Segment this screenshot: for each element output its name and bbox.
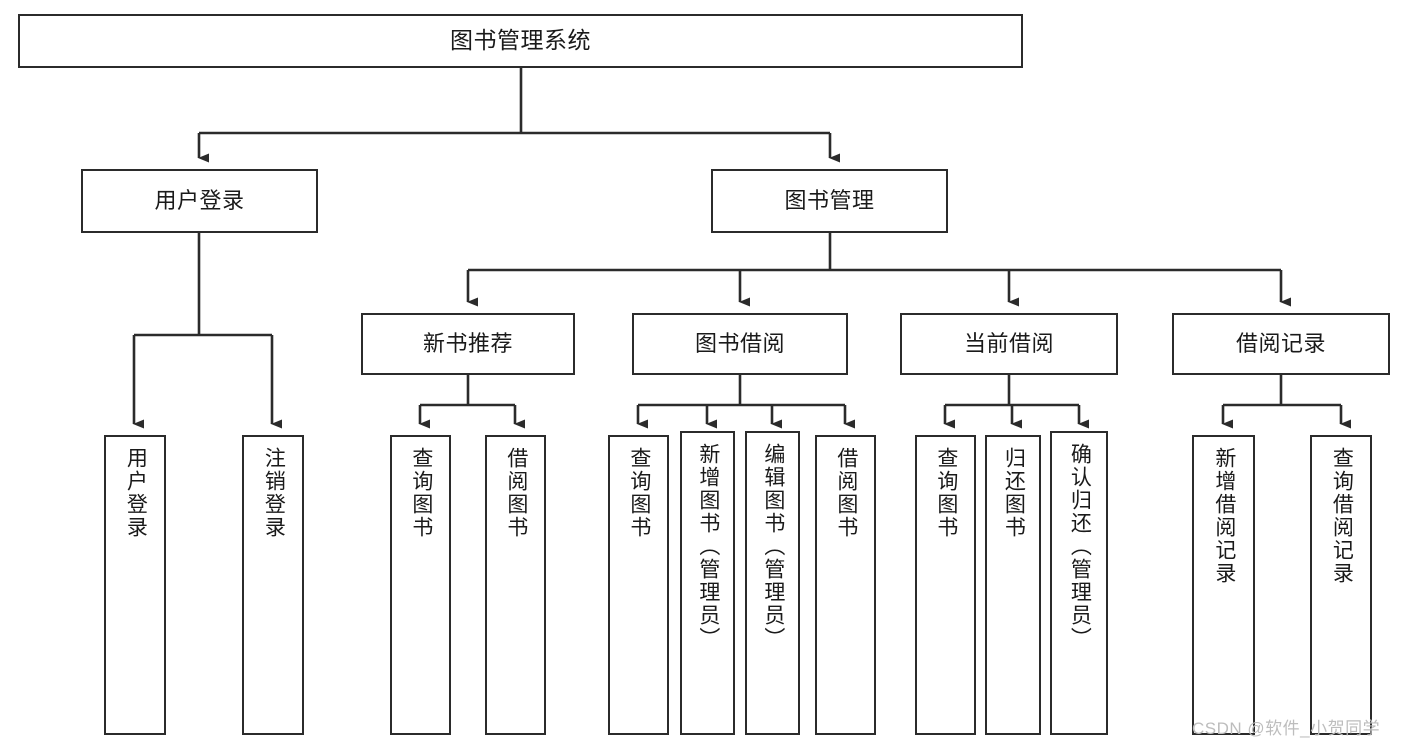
node-label: 图书借阅 <box>694 330 785 356</box>
node-label: 用户登录 <box>154 187 245 213</box>
node-book-borrow[interactable]: 图书借阅 <box>632 313 848 375</box>
node-label: 图书管理系统 <box>450 27 591 54</box>
leaf-add-borrow-record[interactable]: 新增借阅记录 <box>1192 435 1255 735</box>
node-label: 当前借阅 <box>963 330 1054 356</box>
leaf-return-book[interactable]: 归还图书 <box>985 435 1041 735</box>
leaf-query-borrow-record[interactable]: 查询借阅记录 <box>1310 435 1372 735</box>
leaf-logout-login[interactable]: 注销登录 <box>242 435 304 735</box>
leaf-query-book-borrow[interactable]: 查询图书 <box>608 435 669 735</box>
node-label: 新增图书（管理员） <box>696 443 720 650</box>
node-label: 查询图书 <box>409 447 433 539</box>
leaf-borrow-book[interactable]: 借阅图书 <box>815 435 876 735</box>
node-label: 用户登录 <box>124 447 148 539</box>
node-label: 确认归还（管理员） <box>1068 443 1092 650</box>
leaf-edit-book-admin[interactable]: 编辑图书（管理员） <box>745 431 800 735</box>
leaf-borrow-book-recommend[interactable]: 借阅图书 <box>485 435 546 735</box>
leaf-add-book-admin[interactable]: 新增图书（管理员） <box>680 431 735 735</box>
node-root-system[interactable]: 图书管理系统 <box>18 14 1023 68</box>
node-user-login[interactable]: 用户登录 <box>81 169 318 233</box>
node-book-management[interactable]: 图书管理 <box>711 169 948 233</box>
node-label: 查询借阅记录 <box>1330 447 1354 585</box>
node-label: 查询图书 <box>934 447 958 539</box>
node-new-book-recommend[interactable]: 新书推荐 <box>361 313 575 375</box>
node-label: 借阅图书 <box>504 447 528 539</box>
node-current-borrow[interactable]: 当前借阅 <box>900 313 1118 375</box>
node-label: 借阅图书 <box>834 447 858 539</box>
node-borrow-record[interactable]: 借阅记录 <box>1172 313 1390 375</box>
node-label: 注销登录 <box>262 447 286 539</box>
node-label: 查询图书 <box>627 447 651 539</box>
leaf-user-login[interactable]: 用户登录 <box>104 435 166 735</box>
node-label: 借阅记录 <box>1235 330 1326 356</box>
leaf-confirm-return-admin[interactable]: 确认归还（管理员） <box>1050 431 1108 735</box>
node-label: 新书推荐 <box>422 330 513 356</box>
node-label: 归还图书 <box>1002 447 1026 539</box>
leaf-query-book-recommend[interactable]: 查询图书 <box>390 435 451 735</box>
node-label: 编辑图书（管理员） <box>761 443 785 650</box>
leaf-query-book-current[interactable]: 查询图书 <box>915 435 976 735</box>
node-label: 图书管理 <box>784 187 875 213</box>
node-label: 新增借阅记录 <box>1212 447 1236 585</box>
